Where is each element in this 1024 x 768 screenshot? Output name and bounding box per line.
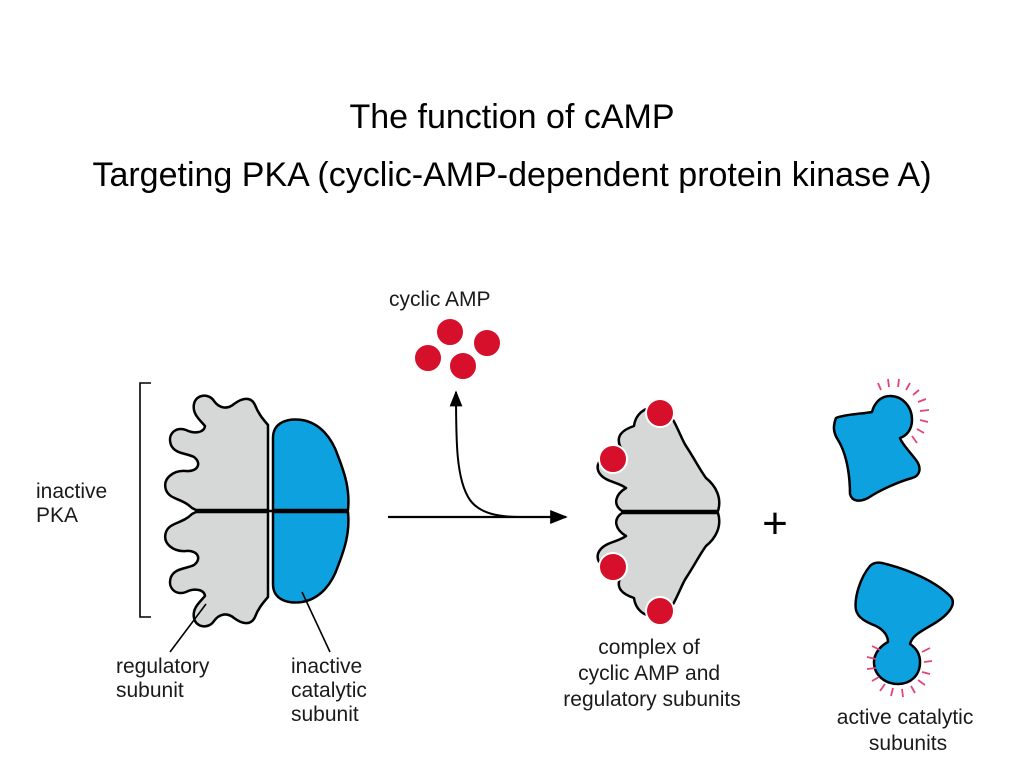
spark-line [917, 398, 927, 403]
active-catalytic-shape [832, 394, 921, 502]
inactive-pka-label-line: PKA [36, 504, 78, 527]
camp-molecule [472, 328, 502, 358]
complex-label-line: regulatory subunits [563, 688, 740, 711]
spark-line [877, 382, 882, 391]
regulatory-label-line: subunit [116, 679, 184, 702]
spark-line [919, 409, 930, 412]
active-catalytic-shape [854, 561, 955, 686]
complex-label-line: cyclic AMP and [578, 662, 720, 685]
bound-camp [645, 398, 675, 428]
complex-label: complex of cyclic AMP and regulatory sub… [563, 636, 740, 711]
catalytic-label-line: inactive [291, 655, 362, 678]
spark-line [921, 647, 931, 653]
camp-regulatory-complex [596, 398, 721, 626]
spark-line [866, 667, 877, 670]
spark-line [866, 656, 877, 660]
active-catalytic-label: active catalytic subunits [837, 706, 979, 755]
spark-line [871, 676, 880, 682]
catalytic-subunit-top [271, 418, 350, 512]
spark-line [910, 685, 916, 694]
slide-subtitle: Targeting PKA (cyclic-AMP-dependent prot… [92, 156, 932, 194]
catalytic-label-line: subunit [291, 703, 359, 726]
inactive-pka-complex [163, 394, 350, 628]
regulatory-subunit-bound-top [596, 406, 721, 513]
slide-title: The function of cAMP [349, 98, 675, 136]
camp-label: cyclic AMP [389, 288, 491, 311]
spark-line [901, 688, 904, 698]
spark-line [890, 687, 894, 697]
spark-line [911, 435, 918, 444]
camp-binding-arrow [449, 390, 521, 518]
regulatory-label-line: regulatory [116, 655, 210, 678]
catalytic-label-line: catalytic [291, 679, 367, 702]
regulatory-subunit-bound-bottom [596, 511, 721, 618]
complex-label-line: complex of [598, 636, 700, 659]
inactive-pka-label: inactive PKA [36, 480, 113, 527]
active-label-line: active catalytic [837, 706, 974, 729]
camp-molecule [413, 343, 443, 373]
active-label-line: subunits [869, 732, 947, 755]
catalytic-subunit-label: inactive catalytic subunit [291, 655, 373, 726]
inactive-pka-bracket [139, 382, 151, 618]
regulatory-subunit-bottom [163, 510, 270, 628]
regulatory-leader-line [169, 603, 207, 653]
active-catalytic-subunit-top [832, 378, 930, 502]
camp-molecule [435, 317, 465, 347]
spark-line [871, 645, 881, 651]
spark-lines [877, 378, 930, 444]
bound-camp [598, 444, 628, 474]
spark-line [921, 671, 931, 675]
camp-molecules [413, 317, 502, 381]
spark-line [919, 419, 929, 423]
camp-molecule [448, 351, 478, 381]
spark-line [916, 428, 925, 434]
spark-lines [866, 645, 933, 698]
spark-line [912, 389, 920, 396]
spark-line [917, 679, 926, 686]
active-catalytic-subunit-bottom [854, 561, 955, 698]
spark-line [923, 660, 933, 663]
spark-line [887, 378, 890, 388]
bound-camp [598, 552, 628, 582]
catalytic-leader-line [301, 591, 331, 653]
bound-camp [645, 596, 675, 626]
spark-line [897, 378, 900, 388]
spark-line [879, 683, 886, 692]
regulatory-subunit-label: regulatory subunit [116, 655, 215, 702]
spark-line [905, 382, 911, 391]
catalytic-subunit-bottom [271, 510, 350, 604]
plus-sign: + [762, 499, 788, 548]
inactive-pka-label-line: inactive [36, 480, 107, 503]
regulatory-subunit-top [163, 394, 270, 512]
